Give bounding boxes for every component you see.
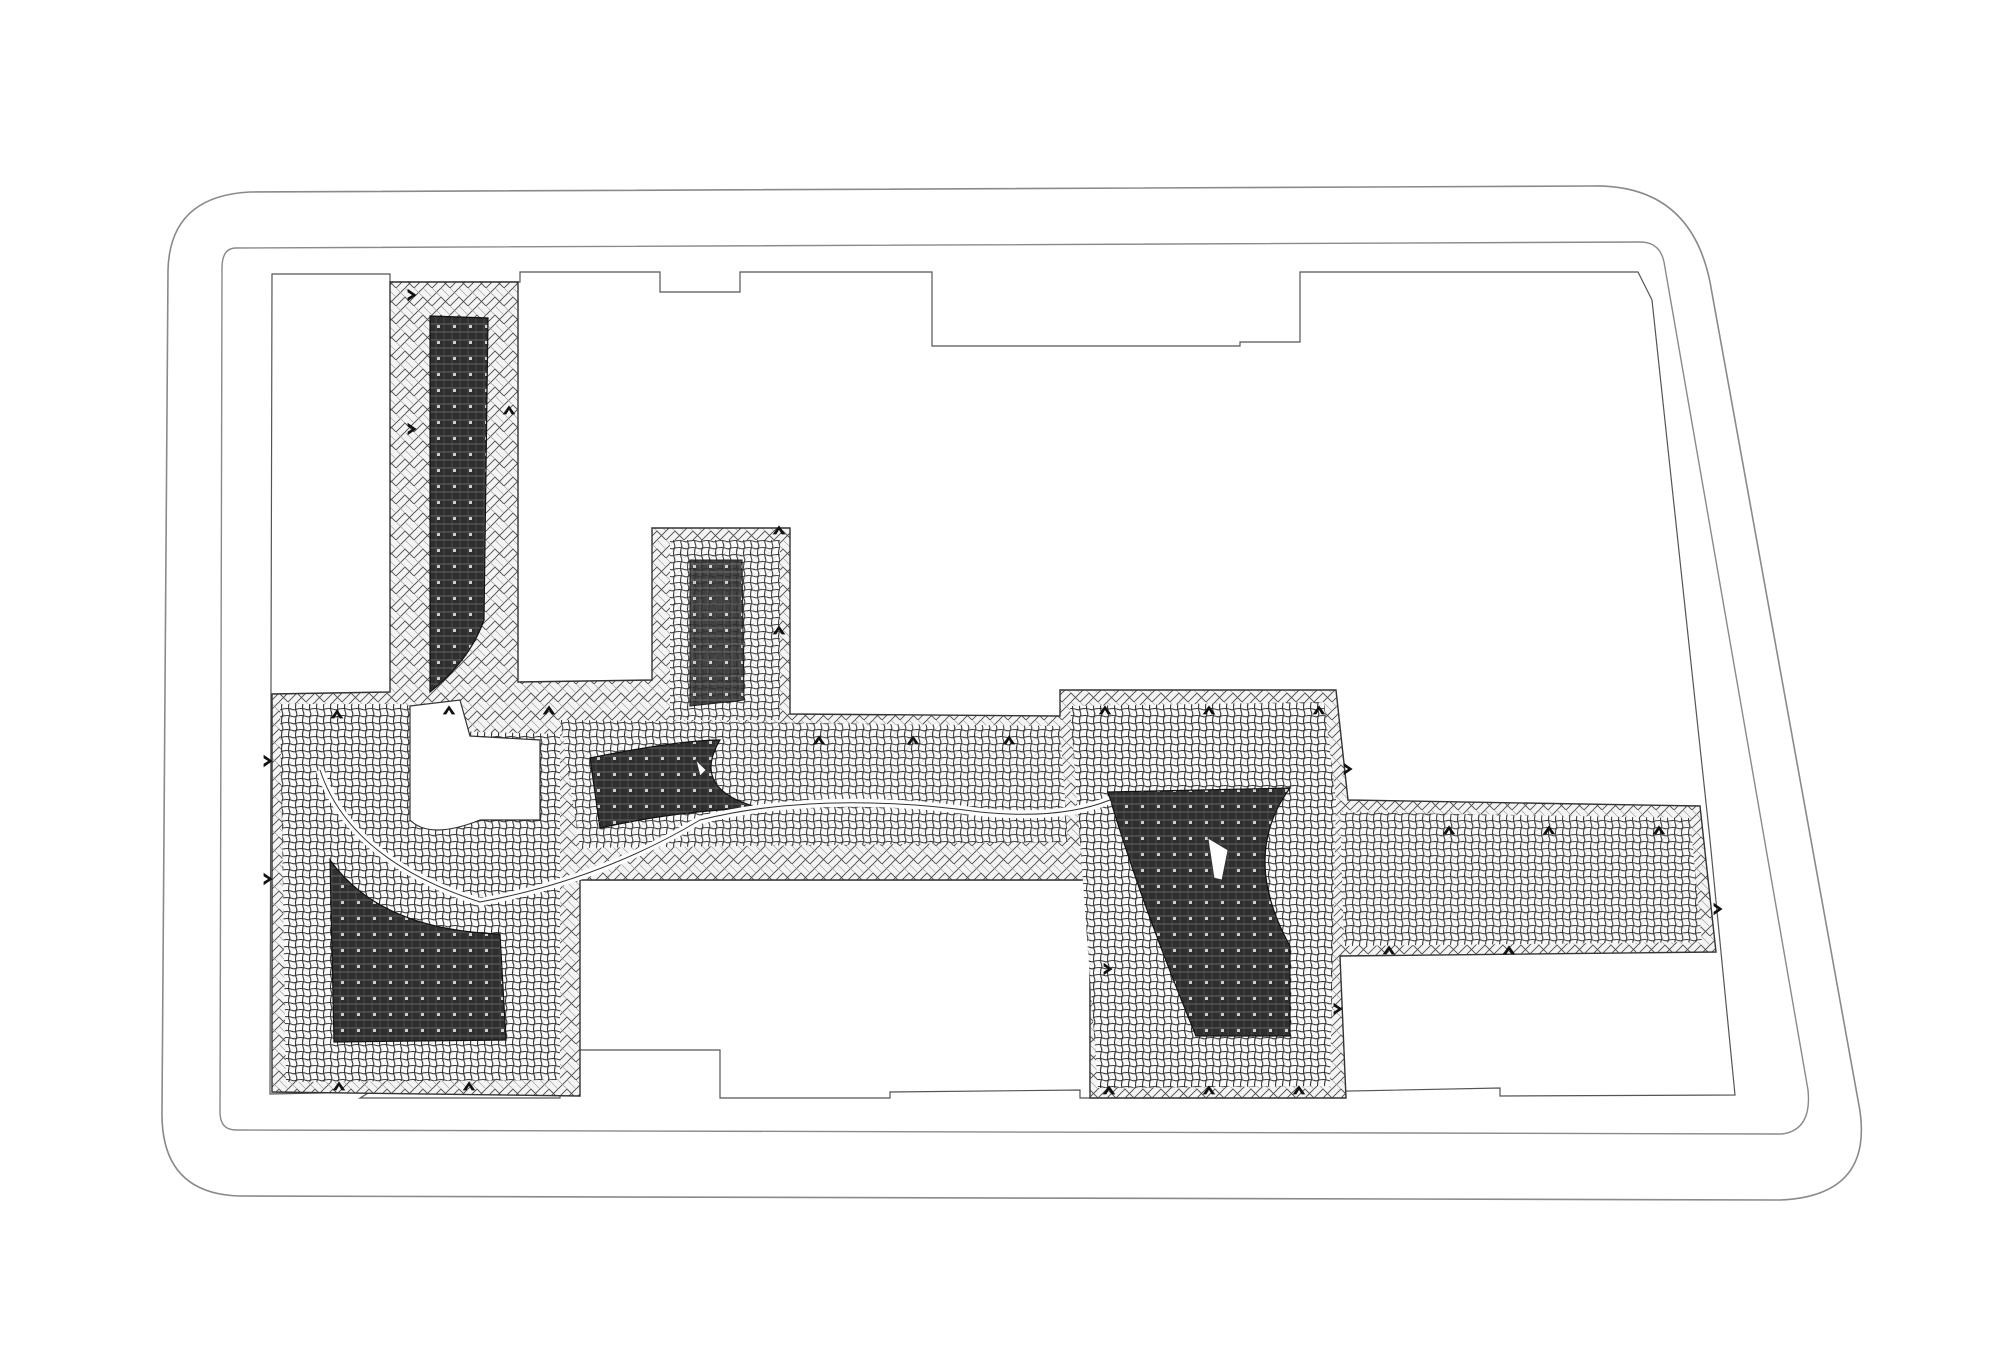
chevron-arrow-icon: [263, 872, 273, 886]
island-marks: [695, 758, 1229, 881]
site-boundary: [161, 185, 1863, 1201]
planting-bed-east-island: [1107, 787, 1292, 1037]
inner-curve-path-outline: [319, 769, 1111, 903]
chevron-arrow-icon: [1713, 902, 1723, 916]
planting-bed-southwest: [329, 858, 507, 1043]
island-mark-center: [695, 758, 707, 777]
island-mark-east: [1207, 837, 1229, 881]
building-courtyard-south: [590, 879, 1091, 1090]
landscape-path-network: [271, 281, 1717, 1099]
mesh-zone-east-arm: [1340, 812, 1702, 946]
planting-bed-north-spur: [689, 559, 745, 707]
planting-bed-center-wedge: [589, 739, 761, 829]
courtyard-opening-west: [409, 699, 541, 831]
planting-bed-north-strip: [429, 315, 489, 694]
building-outline-north: [269, 271, 1736, 1099]
outer-boundary-line: [161, 185, 1863, 1201]
inner-boundary-line: [219, 241, 1810, 1135]
